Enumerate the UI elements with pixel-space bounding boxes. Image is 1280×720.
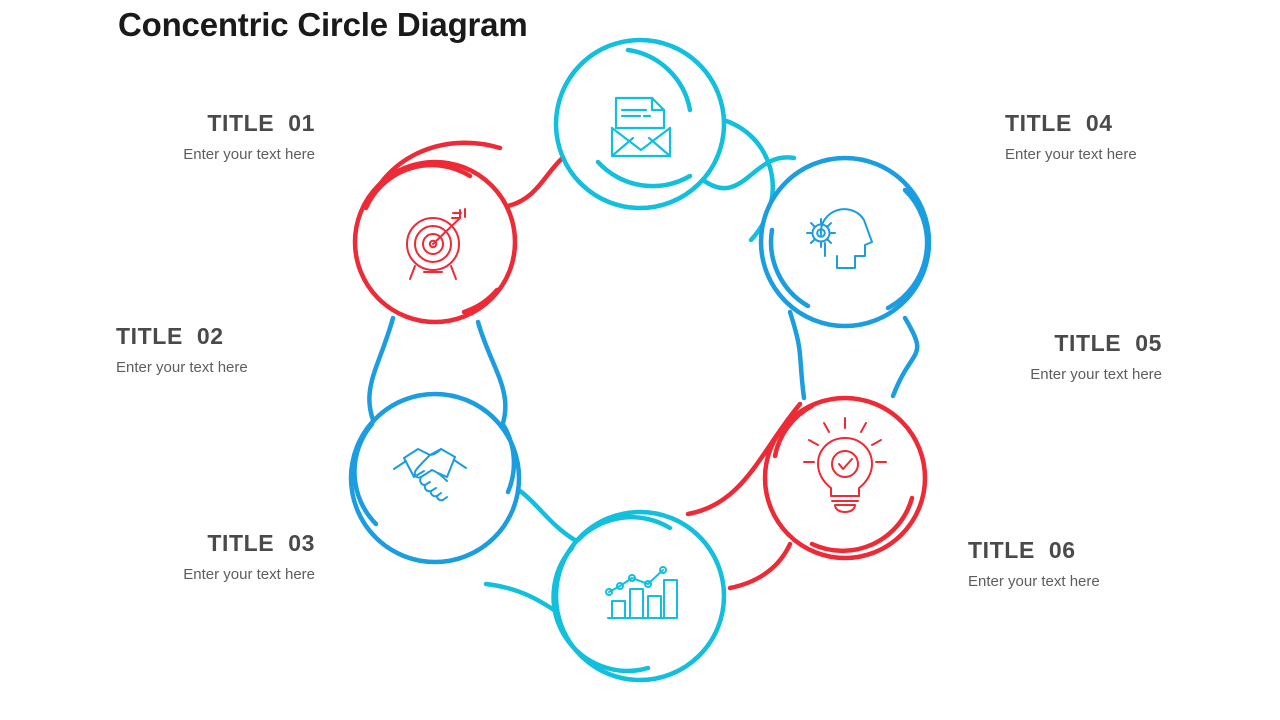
label-title-04: TITLE 04: [1005, 110, 1113, 136]
handshake-icon: [393, 448, 467, 502]
label-block-04: TITLE 04 Enter your text here: [1005, 110, 1255, 163]
node-circle-03[interactable]: [348, 391, 522, 565]
target-arrow-icon: [406, 208, 466, 280]
label-block-03: TITLE 03 Enter your text here: [65, 530, 315, 583]
node-circle-05[interactable]: [762, 395, 928, 561]
label-title-01: TITLE 01: [207, 110, 315, 136]
bar-chart-growth-icon: [605, 566, 678, 619]
label-title-05: TITLE 05: [1054, 330, 1162, 356]
label-subtitle-05: Enter your text here: [1030, 366, 1162, 383]
page-title: Concentric Circle Diagram: [118, 6, 528, 43]
label-block-01: TITLE 01 Enter your text here: [65, 110, 315, 163]
label-block-02: TITLE 02 Enter your text here: [116, 323, 366, 376]
node-circle-06[interactable]: [551, 509, 727, 683]
label-block-05: TITLE 05 Enter your text here: [912, 330, 1162, 383]
label-subtitle-06: Enter your text here: [968, 573, 1100, 590]
label-subtitle-03: Enter your text here: [183, 566, 315, 583]
label-title-06: TITLE 06: [968, 537, 1076, 563]
label-subtitle-01: Enter your text here: [183, 146, 315, 163]
lightbulb-check-icon: [803, 417, 887, 513]
node-circle-02[interactable]: [352, 159, 518, 325]
label-title-03: TITLE 03: [207, 530, 315, 556]
node-circle-01[interactable]: [553, 37, 727, 211]
label-subtitle-02: Enter your text here: [116, 359, 248, 376]
envelope-document-icon: [610, 96, 672, 158]
head-gear-icon: [806, 208, 873, 269]
label-title-02: TITLE 02: [116, 323, 224, 349]
label-block-06: TITLE 06 Enter your text here: [968, 537, 1218, 590]
connector-04-to-05: [787, 309, 920, 401]
node-circle-04[interactable]: [758, 155, 932, 329]
label-subtitle-04: Enter your text here: [1005, 146, 1137, 163]
